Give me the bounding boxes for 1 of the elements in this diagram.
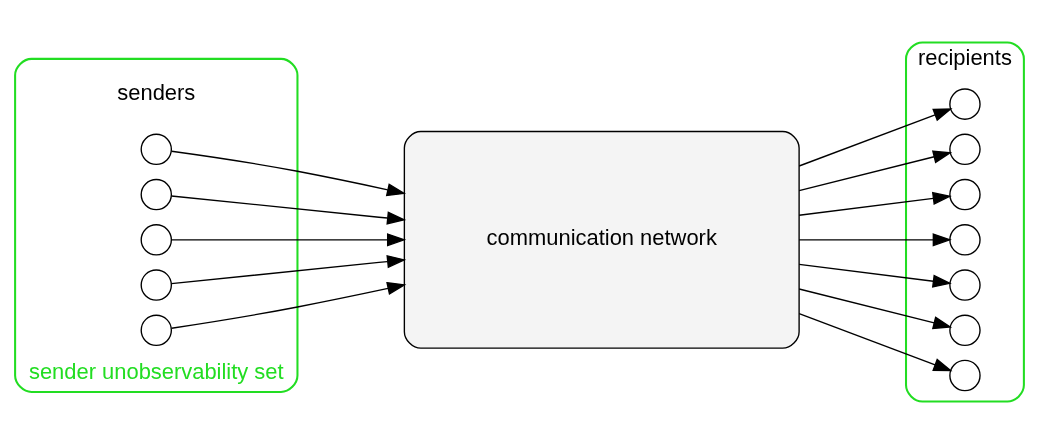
node-label: senders (116, 79, 195, 105)
